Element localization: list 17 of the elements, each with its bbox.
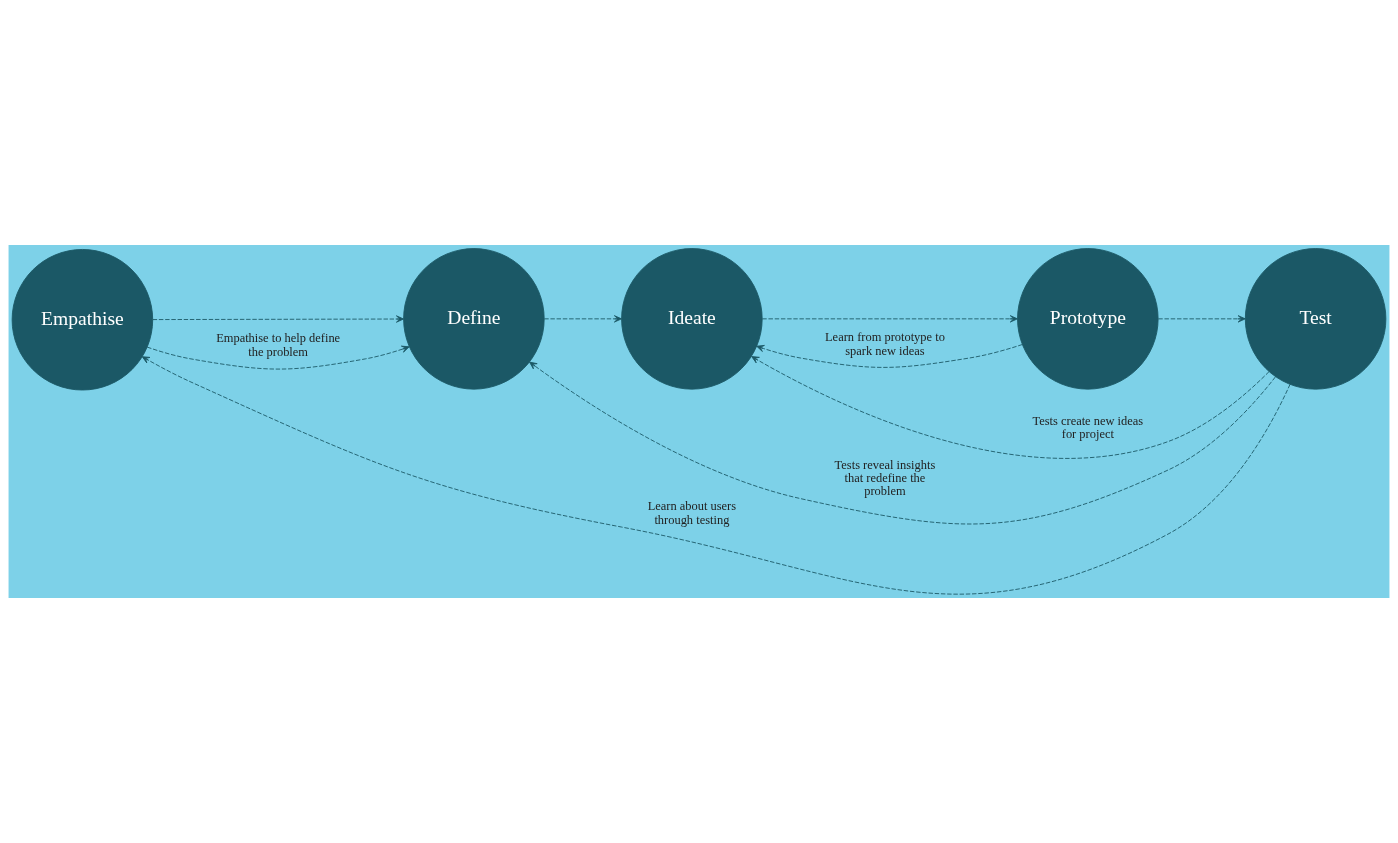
node-circle: Prototype bbox=[1017, 248, 1159, 390]
edge-label: Tests create new ideas for project bbox=[1032, 413, 1144, 442]
edge-label: Learn about users through testing bbox=[647, 499, 737, 527]
edge-label: Tests reveal insights that redefine the problem bbox=[834, 457, 936, 499]
arrow bbox=[543, 315, 622, 323]
arrow bbox=[1157, 315, 1246, 323]
node-circle: Define bbox=[403, 248, 545, 390]
arrow bbox=[756, 344, 1023, 368]
arrow bbox=[141, 356, 1291, 595]
edge-label: Empathise to help define the problem bbox=[216, 331, 341, 359]
arrow bbox=[529, 361, 1276, 525]
arrow bbox=[146, 345, 410, 370]
arrow bbox=[761, 315, 1018, 323]
edge-label: Learn from prototype to spark new ideas bbox=[825, 330, 945, 358]
arrow bbox=[751, 356, 1270, 459]
node-circle: Test bbox=[1244, 248, 1387, 390]
arrow bbox=[152, 315, 404, 323]
